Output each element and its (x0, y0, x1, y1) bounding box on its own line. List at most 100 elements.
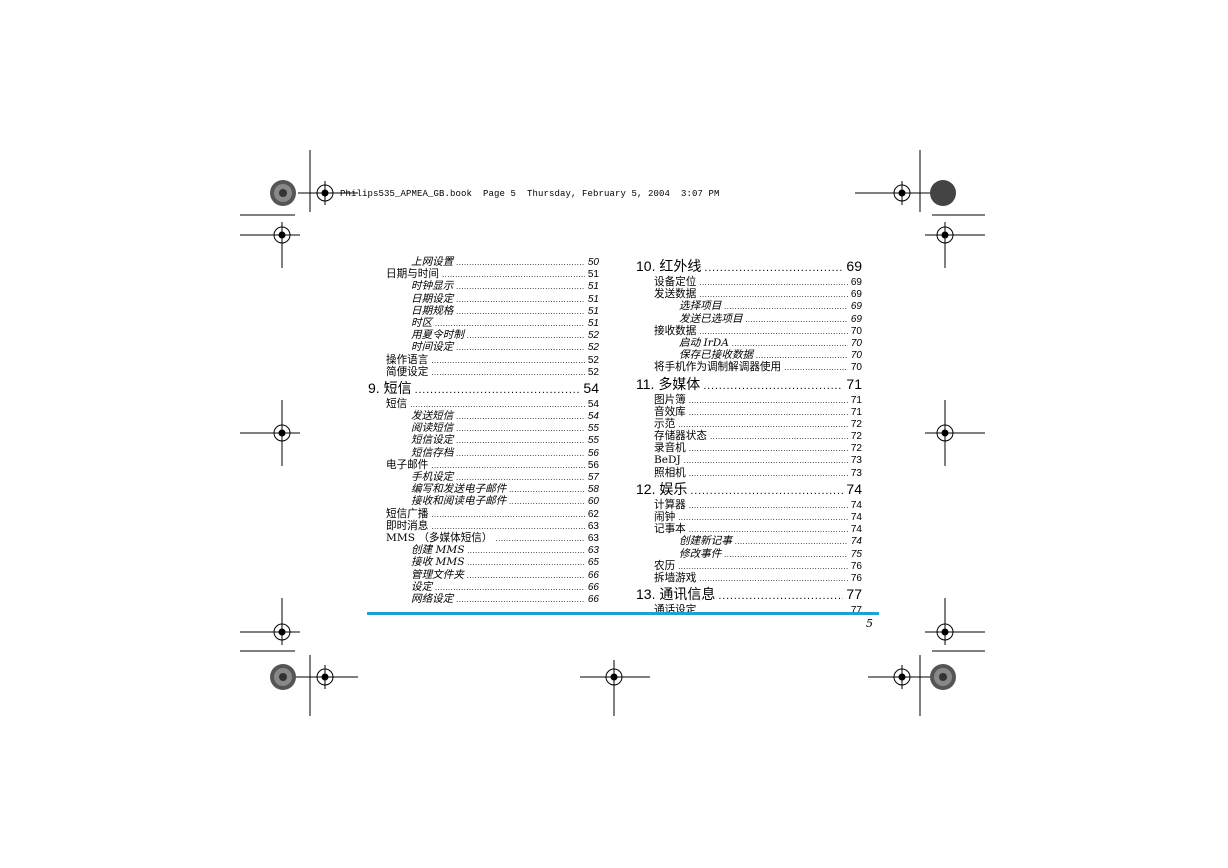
toc-entry-page: 54 (587, 411, 599, 423)
toc-entry[interactable]: 接收 MMS65 (368, 556, 599, 568)
toc-leader-dots (690, 483, 843, 500)
toc-entry[interactable]: 记事本74 (636, 523, 862, 535)
toc-entry[interactable]: 上网设置50 (368, 256, 599, 268)
toc-entry[interactable]: 录音机72 (636, 442, 862, 454)
toc-entry[interactable]: 将手机作为调制解调器使用70 (636, 361, 862, 373)
toc-chapter[interactable]: 9. 短信54 (368, 380, 599, 397)
toc-leader-dots (415, 382, 581, 399)
toc-leader-dots (710, 431, 848, 443)
toc-entry[interactable]: 用夏令时制52 (368, 329, 599, 341)
toc-entry[interactable]: 音效库71 (636, 406, 862, 418)
toc-entry-page: 55 (587, 423, 599, 435)
toc-entry-label: 计算器 (654, 498, 686, 511)
toc-entry[interactable]: 选择项目69 (636, 300, 862, 312)
toc-entry-page: 56 (587, 459, 599, 471)
toc-entry-page: 54 (583, 379, 599, 396)
toc-entry-page: 57 (587, 472, 599, 483)
toc-leader-dots (456, 594, 585, 606)
toc-entry-page: 50 (587, 257, 599, 268)
toc-entry-page: 56 (587, 447, 599, 459)
toc-entry[interactable]: 手机设定57 (368, 471, 599, 483)
toc-chapter[interactable]: 12. 娱乐74 (636, 481, 862, 498)
toc-entry-label: 接收和阅读电子邮件 (411, 495, 507, 508)
toc-chapter[interactable]: 13. 通讯信息77 (636, 586, 862, 603)
toc-entry[interactable]: 日期设定51 (368, 293, 599, 305)
book-header: Philips535_APMEA_GB.book Page 5 Thursday… (340, 189, 720, 199)
toc-entry[interactable]: 接收数据70 (636, 325, 862, 337)
toc-leader-dots (699, 289, 848, 301)
toc-entry[interactable]: 短信54 (368, 398, 599, 410)
toc-entry-page: 71 (850, 406, 862, 418)
toc-entry[interactable]: 保存已接收数据70 (636, 349, 862, 361)
toc-entry[interactable]: 管理文件夹66 (368, 569, 599, 581)
toc-entry-page: 58 (587, 484, 599, 496)
toc-entry[interactable]: 图片簿71 (636, 394, 862, 406)
toc-entry-page: 70 (850, 337, 862, 349)
toc-leader-dots (456, 342, 585, 354)
toc-entry-label: 启动 IrDA (679, 336, 729, 349)
toc-entry[interactable]: 电子邮件56 (368, 459, 599, 471)
toc-entry[interactable]: 示范72 (636, 418, 862, 430)
toc-chapter[interactable]: 11. 多媒体71 (636, 376, 862, 393)
toc-entry[interactable]: 设定66 (368, 581, 599, 593)
toc-right-column: 10. 红外线69设备定位69发送数据69选择项目69发送已选项目69接收数据7… (636, 256, 862, 616)
toc-entry-page: 74 (850, 524, 862, 536)
toc-entry-page: 63 (587, 520, 599, 532)
toc-entry[interactable]: 日期与时间51 (368, 268, 599, 280)
toc-entry-label: 存储器状态 (654, 430, 707, 443)
toc-entry[interactable]: 操作语言52 (368, 354, 599, 366)
toc-entry[interactable]: 创建新记事74 (636, 535, 862, 547)
toc-leader-dots (456, 257, 585, 269)
toc-entry-label: 日期设定 (411, 292, 454, 305)
toc-leader-dots (699, 573, 848, 585)
toc-leader-dots (456, 448, 585, 460)
toc-entry[interactable]: 存储器状态72 (636, 430, 862, 442)
toc-entry[interactable]: 时钟显示51 (368, 280, 599, 292)
toc-chapter[interactable]: 10. 红外线69 (636, 258, 862, 275)
toc-entry[interactable]: 发送数据69 (636, 288, 862, 300)
toc-entry[interactable]: 创建 MMS63 (368, 544, 599, 556)
toc-entry[interactable]: 修改事件75 (636, 548, 862, 560)
toc-entry[interactable]: 照相机73 (636, 467, 862, 479)
toc-leader-dots (689, 443, 848, 455)
toc-entry[interactable]: 日期规格51 (368, 305, 599, 317)
toc-entry-page: 66 (587, 581, 599, 593)
toc-leader-dots (704, 260, 843, 277)
toc-entry-label: 示范 (654, 417, 676, 430)
toc-entry[interactable]: 时区51 (368, 317, 599, 329)
toc-left-column: 上网设置50日期与时间51时钟显示51日期设定51日期规格51时区51用夏令时制… (368, 256, 599, 605)
toc-entry[interactable]: 设备定位69 (636, 276, 862, 288)
toc-entry[interactable]: 阅读短信55 (368, 422, 599, 434)
toc-entry-label: 11. 多媒体 (636, 375, 701, 392)
toc-leader-dots (678, 561, 848, 573)
toc-entry-page: 69 (846, 258, 862, 274)
toc-entry[interactable]: 短信广播62 (368, 508, 599, 520)
toc-leader-dots (684, 455, 848, 467)
toc-entry-label: 短信 (386, 397, 408, 410)
toc-leader-dots (689, 407, 848, 419)
toc-leader-dots (467, 330, 585, 342)
toc-entry[interactable]: 闹钟74 (636, 511, 862, 523)
toc-entry[interactable]: 时间设定52 (368, 341, 599, 353)
toc-entry[interactable]: 计算器74 (636, 499, 862, 511)
toc-entry[interactable]: 编写和发送电子邮件58 (368, 483, 599, 495)
toc-entry[interactable]: 接收和阅读电子邮件 60 (368, 495, 599, 507)
toc-entry[interactable]: 拆墙游戏76 (636, 572, 862, 584)
toc-entry[interactable]: 启动 IrDA 70 (636, 337, 862, 349)
toc-entry-page: 73 (850, 467, 862, 479)
toc-entry[interactable]: 发送短信54 (368, 410, 599, 422)
toc-leader-dots (468, 557, 585, 569)
toc-entry[interactable]: 发送已选项目69 (636, 313, 862, 325)
toc-entry-page: 60 (587, 496, 599, 508)
toc-entry[interactable]: 短信设定55 (368, 434, 599, 446)
toc-entry[interactable]: 短信存档 56 (368, 447, 599, 459)
toc-entry[interactable]: 简便设定52 (368, 366, 599, 378)
toc-entry[interactable]: 农历76 (636, 560, 862, 572)
toc-entry[interactable]: 即时消息63 (368, 520, 599, 532)
footer-rule (367, 612, 879, 615)
toc-entry[interactable]: BeDJ73 (636, 454, 862, 466)
toc-entry[interactable]: 网络设定66 (368, 593, 599, 605)
toc-leader-dots (431, 509, 585, 521)
toc-entry-label: 短信存档 (411, 446, 454, 459)
toc-entry[interactable]: MMS （多媒体短信）63 (368, 532, 599, 544)
